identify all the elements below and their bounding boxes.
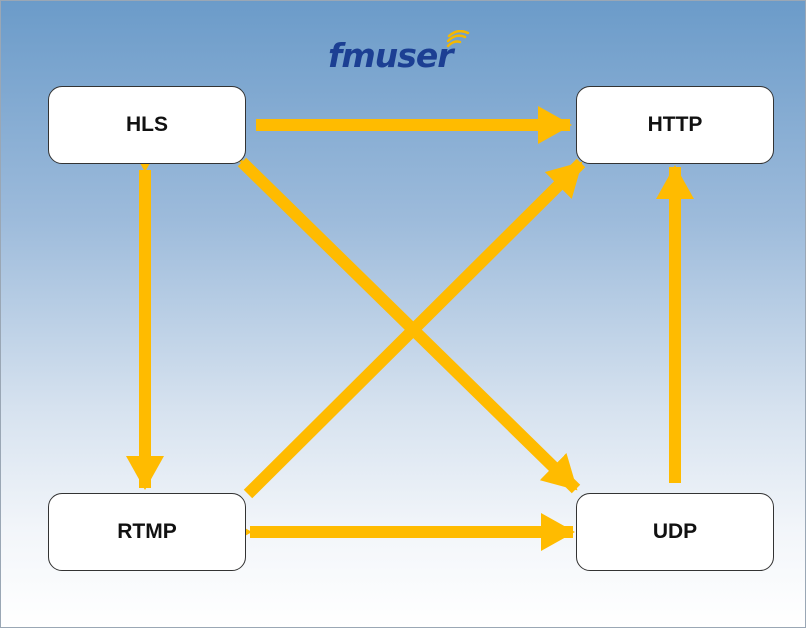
node-http: HTTP <box>576 86 774 164</box>
signal-waves-icon <box>446 30 470 48</box>
node-hls: HLS <box>48 86 246 164</box>
logo-text: fmuser <box>328 36 454 75</box>
node-rtmp: RTMP <box>48 493 246 571</box>
arrow-hls-udp <box>205 126 581 494</box>
fmuser-logo: fmuser <box>328 30 488 78</box>
node-udp: UDP <box>576 493 774 571</box>
